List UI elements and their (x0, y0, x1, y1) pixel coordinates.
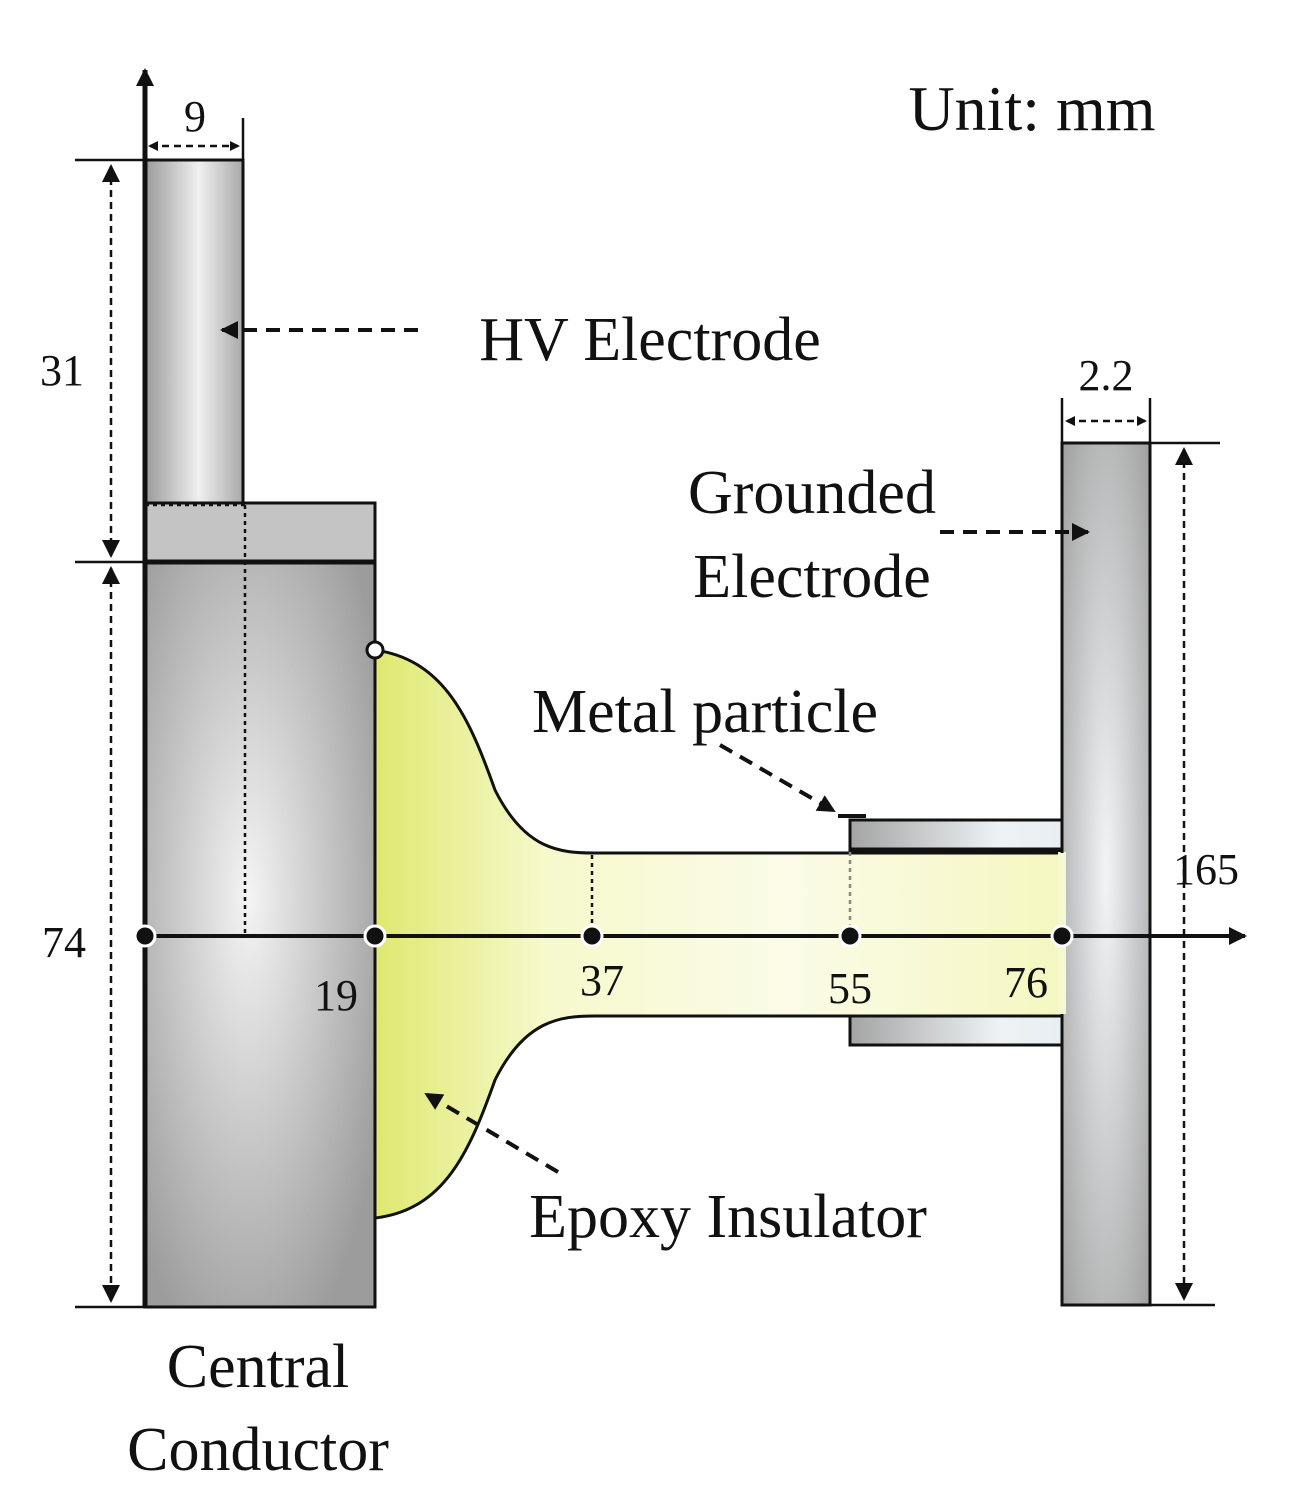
hv-electrode-step (143, 501, 377, 564)
axis-label-76: 76 (1004, 958, 1048, 1007)
insulator-start-point (365, 640, 385, 660)
central-conductor-label-line1: Central (167, 1333, 350, 1401)
dim-hv-height: 31 (40, 346, 84, 395)
dim-conductor-height: 74 (42, 918, 86, 967)
axis-label-37: 37 (580, 956, 624, 1005)
dim-hv-width: 9 (184, 92, 206, 141)
grounded-electrode-shape (1060, 441, 1152, 1307)
axis-label-19: 19 (314, 971, 358, 1020)
epoxy-insulator-leader (424, 1092, 560, 1174)
dim-ground-height: 165 (1173, 845, 1239, 894)
dim-ground-width: 2.2 (1079, 351, 1134, 400)
ground-sleeve-bottom (848, 1014, 1064, 1047)
ground-sleeve-top (848, 818, 1064, 852)
hv-electrode-shape (143, 158, 245, 507)
metal-particle-label: Metal particle (532, 678, 878, 746)
epoxy-insulator-label: Epoxy Insulator (529, 1183, 927, 1251)
central-conductor-label-line2: Conductor (127, 1416, 389, 1484)
axis-points (133, 924, 1074, 948)
metal-particle-leader (718, 743, 836, 813)
unit-label: Unit: mm (908, 73, 1155, 144)
grounded-electrode-label-line2: Electrode (693, 543, 931, 611)
axis-label-55: 55 (828, 964, 872, 1013)
grounded-electrode-label-line1: Grounded (688, 459, 936, 527)
hv-electrode-label: HV Electrode (479, 306, 820, 374)
